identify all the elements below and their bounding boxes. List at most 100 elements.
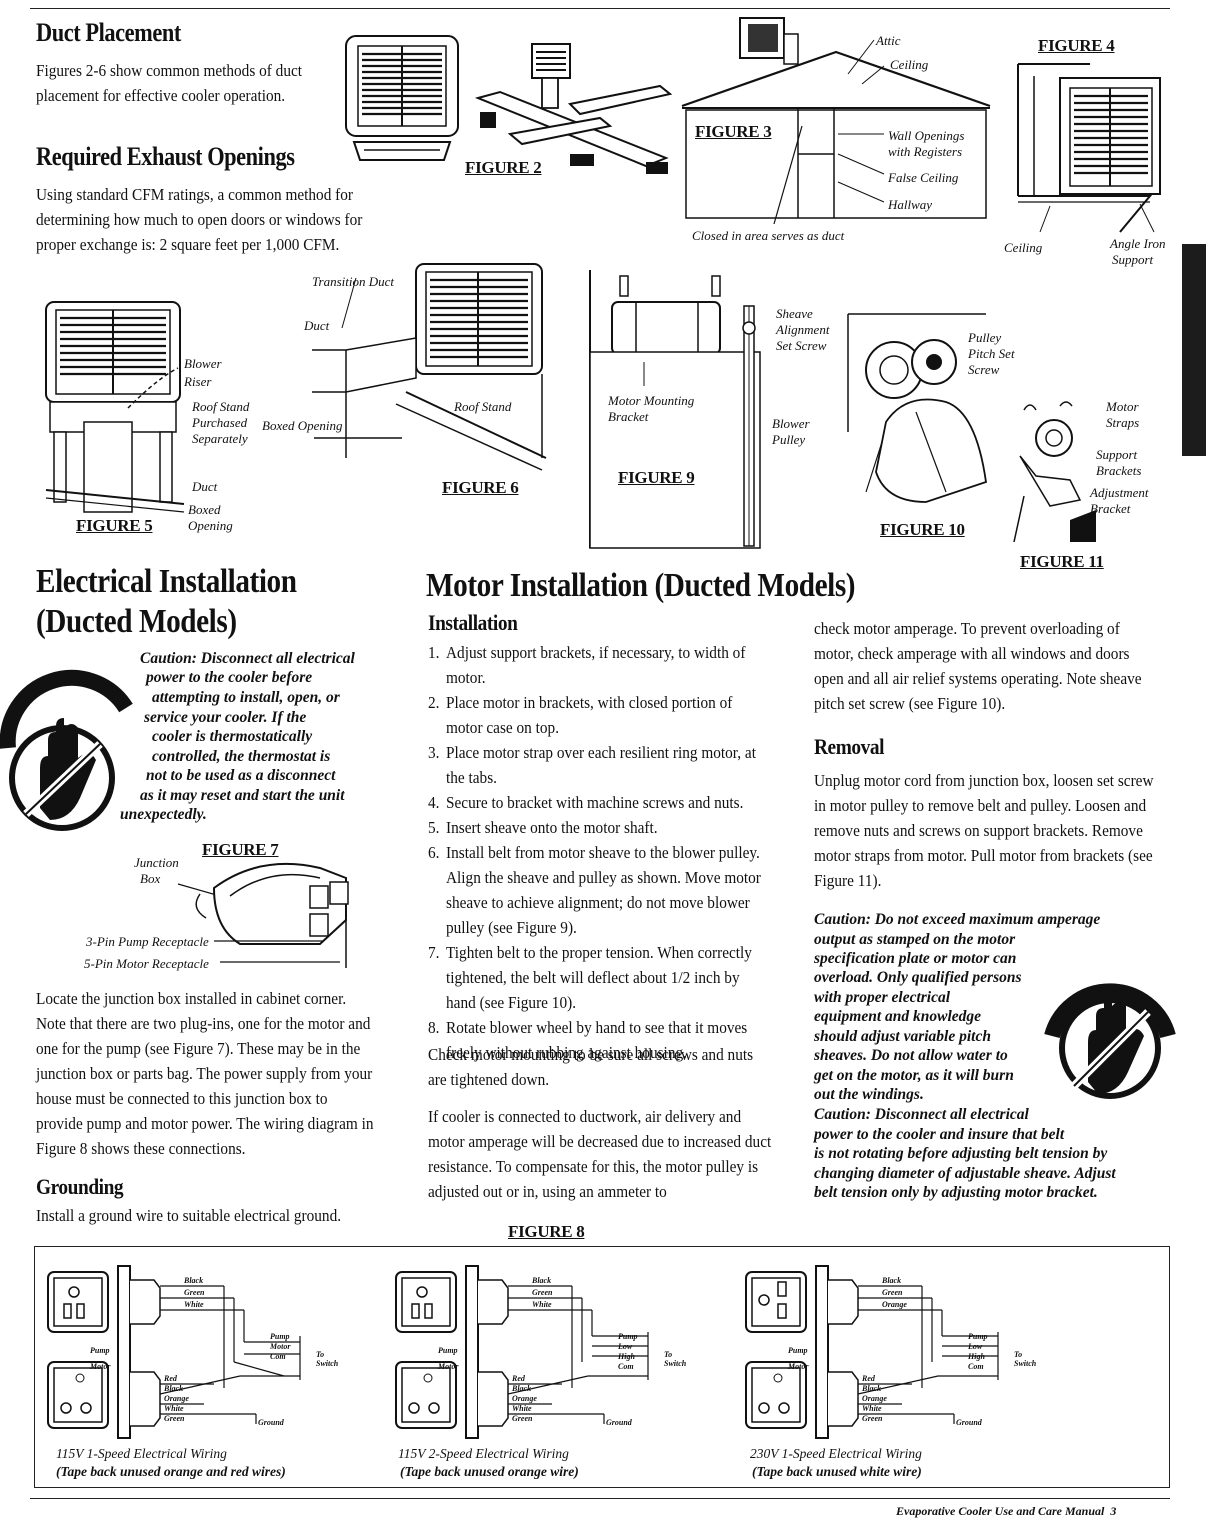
step-8: 8. Rotate blower wheel by hand to see tha…	[428, 1015, 768, 1065]
figure-11-label: FIGURE 11	[1020, 552, 1104, 571]
step-text: Tighten belt to the proper tension. When…	[446, 943, 752, 1012]
figure-4-illustration	[1017, 63, 1161, 233]
fig6-duct-label: Duct	[304, 318, 330, 333]
fig5-duct-label: Duct	[192, 479, 218, 494]
ductwork-continued-text: check motor amperage. To prevent overloa…	[814, 619, 1142, 713]
step-number: 8.	[428, 1018, 440, 1037]
wiring-3-note: (Tape back unused white wire)	[752, 1463, 922, 1480]
fig3-registers-label: with Registers	[888, 144, 963, 159]
fig5-roof-stand-label: Roof Stand	[192, 399, 250, 414]
step-number: 7.	[428, 943, 440, 962]
figure-6-label: FIGURE 6	[442, 478, 519, 497]
figure-7-illustration	[177, 862, 349, 968]
figure-5-illustration	[45, 301, 185, 513]
ground-label: Ground	[956, 1418, 982, 1427]
cooler-illustration	[345, 35, 459, 161]
step-text: Adjust support brackets, if necessary, t…	[446, 643, 746, 687]
electrical-body-text: Locate the junction box installed in cab…	[36, 989, 374, 1158]
wire-label: White	[164, 1404, 184, 1413]
fig11-motor-label: Motor	[1106, 399, 1139, 414]
motor-caution-line3: specification plate or motor can	[814, 950, 1017, 967]
step-text: Rotate blower wheel by hand to see that …	[446, 1018, 748, 1062]
electrical-caution-line4: service your cooler. If the	[144, 709, 307, 726]
fig4-angle-iron-label: Angle Iron	[1110, 236, 1166, 251]
fig4-support-label: Support	[1112, 252, 1154, 267]
installation-steps: 1.Adjust support brackets, if necessary,…	[428, 640, 768, 1065]
figure-8-label: FIGURE 8	[508, 1222, 585, 1241]
motor-caution-line12: power to the cooler and insure that belt	[814, 1126, 1065, 1143]
pump-label: Pump	[788, 1346, 808, 1355]
electrical-caution-line3: attempting to install, open, or	[152, 689, 340, 706]
motor-label: Motor	[788, 1362, 809, 1371]
fig7-leader-lines	[214, 940, 340, 963]
fig11-bracket-label: Bracket	[1090, 501, 1131, 516]
step-text: Place motor in brackets, with closed por…	[446, 693, 733, 737]
to-switch-label: To	[664, 1350, 673, 1359]
wiring-2-title: 115V 2-Speed Electrical Wiring	[398, 1446, 569, 1461]
fig6-roof-stand-label: Roof Stand	[454, 399, 512, 414]
motor-caution-line8: sheaves. Do not allow water to	[814, 1047, 1008, 1064]
step-text: Insert sheave onto the motor shaft.	[446, 818, 658, 837]
figure-3-label: FIGURE 3	[695, 122, 772, 141]
motor-caution-line14: changing diameter of adjustable sheave. …	[814, 1165, 1116, 1182]
fig9-alignment-label: Alignment	[776, 322, 830, 337]
step-number: 2.	[428, 693, 440, 712]
wiring-1-note-text: (Tape back unused orange and red wires)	[56, 1464, 286, 1479]
top-rule	[30, 8, 1170, 9]
fig7-box-label: Box	[140, 871, 161, 886]
to-switch-label: To	[316, 1350, 325, 1359]
motor-heading: Motor Installation (Ducted Models)	[426, 567, 856, 604]
terminal-label: Pump	[968, 1332, 988, 1341]
figure-2-label: FIGURE 2	[465, 158, 542, 177]
wire-label: Black	[184, 1276, 204, 1285]
fig9-pulley-label: Pulley	[772, 432, 806, 447]
motor-caution-line5: with proper electrical	[814, 989, 951, 1006]
step-number: 3.	[428, 743, 440, 762]
figure-10-label: FIGURE 10	[880, 520, 965, 539]
to-switch-label: To	[1014, 1350, 1023, 1359]
wire-label: Green	[164, 1414, 185, 1423]
wire-label: Green	[512, 1414, 533, 1423]
fig6-boxed-opening-label: Boxed Opening	[262, 418, 343, 433]
fig10-pulley-label: Pulley	[968, 330, 1002, 345]
wiring-diagram-230v-1speed	[745, 1265, 999, 1439]
pump-label: Pump	[90, 1346, 110, 1355]
figure-7-label: FIGURE 7	[202, 840, 279, 859]
electrical-heading-line1: Electrical Installation	[36, 563, 297, 600]
fig10-screw-label: Screw	[968, 362, 1000, 377]
fig3-ceiling-label: Ceiling	[890, 57, 929, 72]
terminal-label: Com	[618, 1362, 634, 1371]
electrical-heading-line2: (Ducted Models)	[36, 603, 237, 640]
wire-label: Green	[184, 1288, 205, 1297]
step-6: 6.Install belt from motor sheave to the …	[428, 840, 768, 940]
terminal-label: Com	[270, 1352, 286, 1361]
electrical-caution-line9: unexpectedly.	[120, 806, 207, 823]
caution-hand-icon-2	[1044, 983, 1176, 1099]
motor-caution-line11: Caution: Disconnect all electrical	[814, 1106, 1029, 1123]
wiring-3-note-text: (Tape back unused white wire)	[752, 1464, 922, 1479]
bottom-rule	[30, 1498, 1170, 1499]
to-switch-label: Switch	[664, 1359, 687, 1368]
wire-label: Green	[862, 1414, 883, 1423]
electrical-caution-line2: power to the cooler before	[146, 669, 313, 686]
wire-label: White	[512, 1404, 532, 1413]
terminal-label: Pump	[618, 1332, 638, 1341]
wiring-2-note: (Tape back unused orange wire)	[400, 1463, 579, 1480]
ground-label: Ground	[606, 1418, 632, 1427]
fig3-attic-label: Attic	[876, 33, 901, 48]
step-text: Place motor strap over each resilient ri…	[446, 743, 756, 787]
fig7-junction-label: Junction	[134, 855, 179, 870]
wire-label: White	[184, 1300, 204, 1309]
duct-placement-heading: Duct Placement	[36, 18, 181, 47]
figure-11-illustration	[1013, 401, 1096, 543]
figure-10-illustration	[847, 313, 987, 503]
fig3-hallway-label: Hallway	[888, 197, 933, 212]
to-switch-label: Switch	[316, 1359, 339, 1368]
figure-6-illustration	[312, 263, 547, 471]
figure-3-illustration	[681, 17, 991, 225]
motor-label: Motor	[438, 1362, 459, 1371]
wire-label: Black	[882, 1276, 902, 1285]
figure-2-illustration	[474, 43, 673, 174]
terminal-label: Low	[968, 1342, 983, 1351]
terminal-label: Low	[618, 1342, 633, 1351]
